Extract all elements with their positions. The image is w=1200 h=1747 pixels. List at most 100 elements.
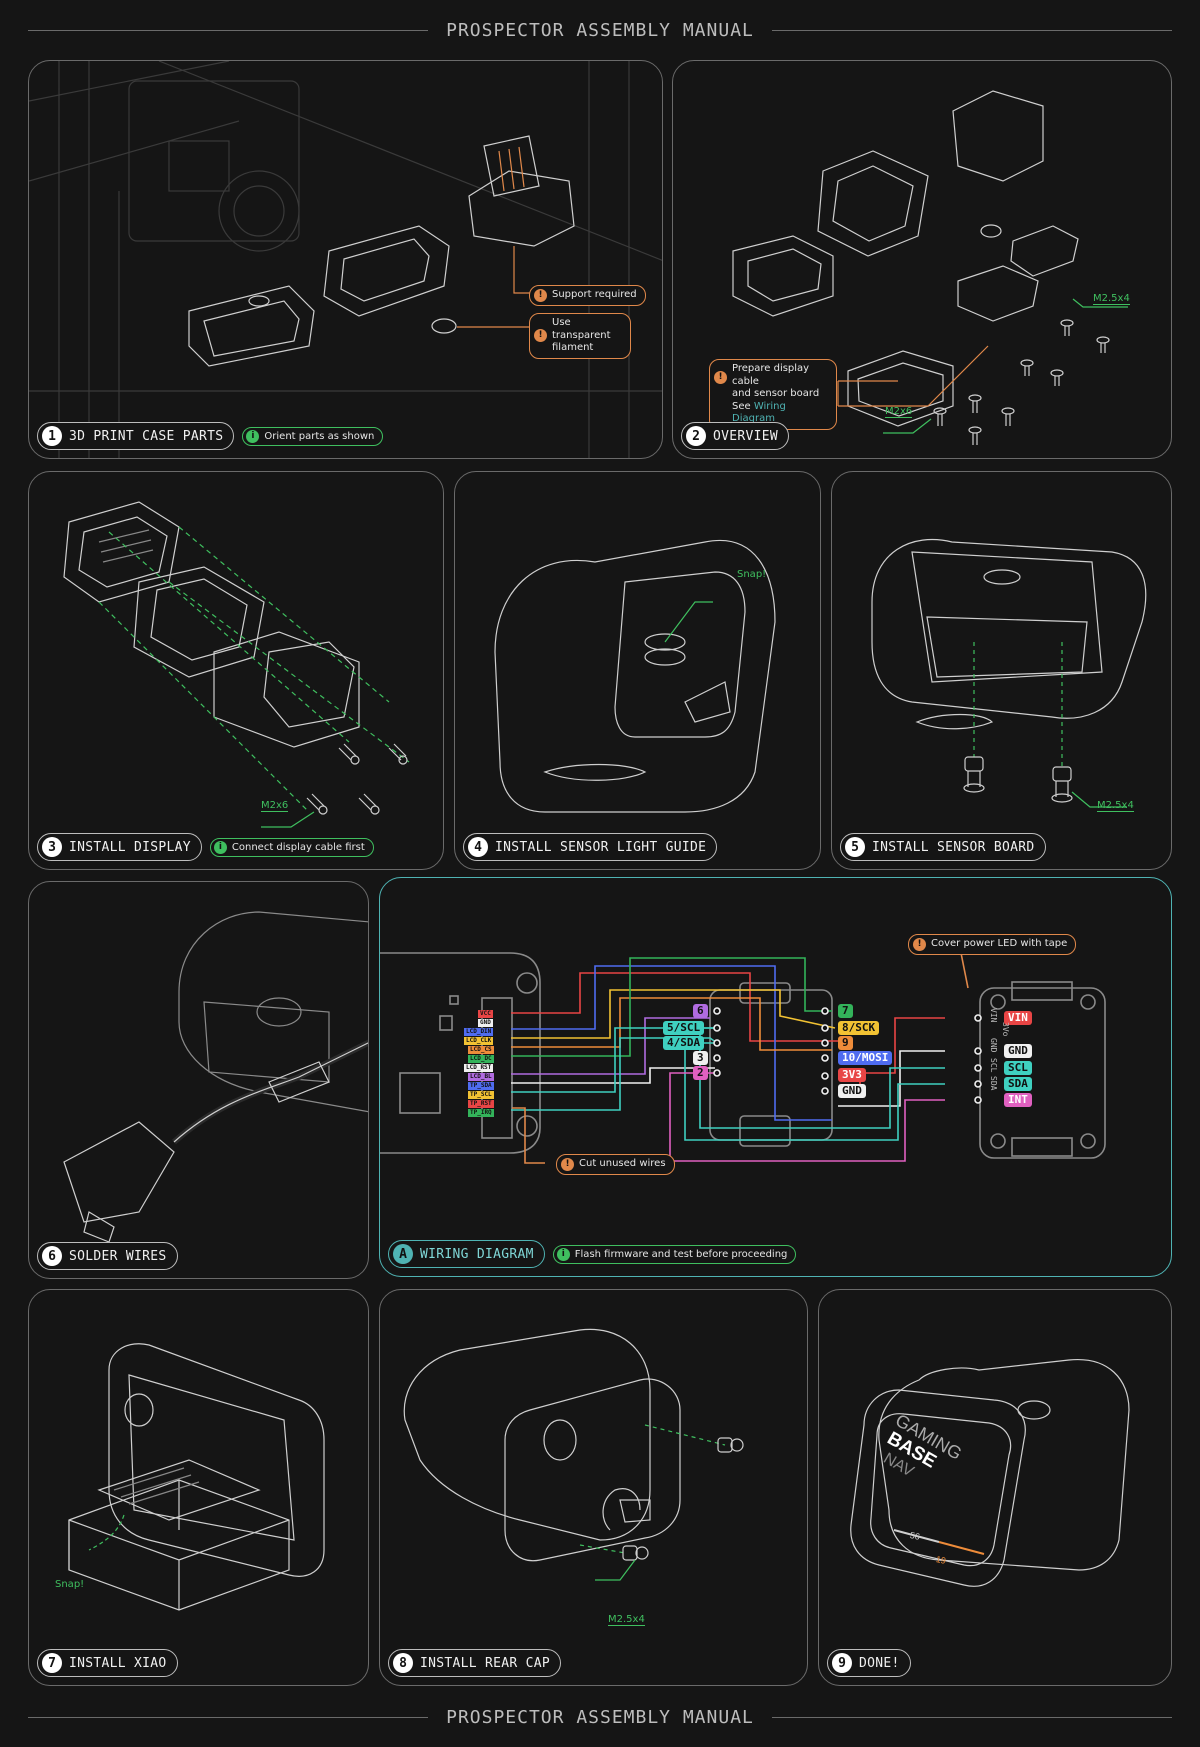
step-4-pill: 4 INSTALL SENSOR LIGHT GUIDE (463, 833, 718, 861)
sensor-pin-sda: SDA (1004, 1077, 1032, 1091)
step-title: INSTALL SENSOR BOARD (872, 839, 1035, 855)
xiao-pin-3: 3 (693, 1051, 708, 1065)
lcd-pin-vcc: VCC (478, 1010, 493, 1018)
step-4-label-group: 4 INSTALL SENSOR LIGHT GUIDE (463, 833, 718, 861)
step-6-pill: 6 SOLDER WIRES (37, 1242, 178, 1270)
lcd-pin-bl: LCD_BL (468, 1073, 494, 1081)
lcd-pin-rst: LCD_RST (464, 1064, 494, 1072)
panel-step-1: !Support required !Use transparent filam… (28, 60, 663, 459)
step-5-pill: 5 INSTALL SENSOR BOARD (840, 833, 1046, 861)
silk-vin: VIN (989, 1008, 998, 1023)
lcd-pin-tp-rst: TP_RST (468, 1100, 494, 1108)
step-3-pill: 3 INSTALL DISPLAY (37, 833, 202, 861)
step-7-pill: 7 INSTALL XIAO (37, 1649, 178, 1677)
step-title: INSTALL DISPLAY (69, 839, 191, 855)
sensor-pin-vin: VIN (1004, 1011, 1032, 1025)
sensor-pin-int: INT (1004, 1093, 1032, 1107)
install-xiao-illustration (68, 1343, 325, 1611)
panel-step-5: M2.5x4 5 INSTALL SENSOR BOARD (831, 471, 1172, 870)
cover-led-callout: !Cover power LED with tape (908, 934, 1077, 955)
silk-gnd: GND (989, 1038, 998, 1053)
step-5-label-group: 5 INSTALL SENSOR BOARD (840, 833, 1046, 861)
xiao-pin-4-sda: 4/SDA (663, 1036, 705, 1050)
step-title: INSTALL REAR CAP (420, 1655, 551, 1671)
step-6-label-group: 6 SOLDER WIRES (37, 1242, 178, 1270)
lcd-pin-clk: LCD_CLK (464, 1037, 494, 1045)
manual-footer: PROSPECTOR ASSEMBLY MANUAL (0, 1702, 1200, 1732)
sensor-board-illustration (871, 538, 1147, 808)
step-title: WIRING DIAGRAM (420, 1246, 534, 1262)
xiao-pin-7: 7 (838, 1004, 853, 1018)
xiao-pin-gnd: GND (838, 1084, 866, 1098)
sensor-pin-gnd: GND (1004, 1044, 1032, 1058)
xiao-pin-10-mosi: 10/MOSI (838, 1051, 893, 1065)
step-number: 8 (393, 1653, 413, 1673)
transparent-filament-callout: !Use transparent filament (529, 313, 631, 359)
step-8-label-group: 8 INSTALL REAR CAP (388, 1649, 562, 1677)
panel-step-9: GAMING BASE NAV 56 19 9 DONE! (818, 1289, 1172, 1686)
cut-wires-callout: !Cut unused wires (556, 1154, 675, 1175)
step-number: 1 (42, 426, 62, 446)
screw-label-m25x4: M2.5x4 (608, 1614, 645, 1626)
warning-icon: ! (561, 1158, 574, 1171)
xiao-pin-8-sck: 8/SCK (838, 1021, 880, 1035)
warning-icon: ! (534, 289, 547, 302)
install-display-illustration (63, 501, 410, 828)
xiao-pin-3v3: 3V3 (838, 1068, 866, 1082)
screen-left-value: 56 (908, 1530, 921, 1542)
screen-right-value: 19 (934, 1554, 947, 1566)
wiring-pill: A WIRING DIAGRAM (388, 1240, 545, 1268)
silk-3vo: 3Vo (1001, 1022, 1010, 1037)
step-number: 2 (686, 426, 706, 446)
lcd-pin-din: LCD_DIN (464, 1028, 494, 1036)
lcd-pin-gnd: GND (478, 1019, 493, 1027)
xiao-pin-9: 9 (838, 1036, 853, 1050)
screw-label-m25x4: M2.5x4 (1097, 800, 1134, 812)
screw-label-m2x6: M2x6 (885, 406, 913, 418)
xiao-pin-6: 6 (693, 1004, 708, 1018)
print-bed-illustration (29, 61, 662, 458)
screw-label-m2x6: M2x6 (261, 800, 289, 812)
finished-device-illustration (850, 1358, 1130, 1587)
step-number: 7 (42, 1653, 62, 1673)
xiao-pin-2: 2 (693, 1066, 708, 1080)
step-9-label-group: 9 DONE! (827, 1649, 911, 1677)
info-icon: i (246, 429, 260, 443)
manual-title: PROSPECTOR ASSEMBLY MANUAL (428, 19, 772, 41)
info-icon: i (213, 840, 227, 854)
step-number: 5 (845, 837, 865, 857)
panel-step-6: 6 SOLDER WIRES (28, 881, 369, 1279)
step-title: OVERVIEW (713, 428, 779, 444)
step-title: DONE! (859, 1655, 900, 1671)
screw-label-m25x4: M2.5x4 (1093, 293, 1130, 305)
step-title: INSTALL SENSOR LIGHT GUIDE (495, 839, 707, 855)
info-icon: i (556, 1247, 570, 1261)
step-title: 3D PRINT CASE PARTS (69, 428, 224, 444)
manual-header: PROSPECTOR ASSEMBLY MANUAL (0, 15, 1200, 45)
lcd-pin-tp-irq: TP_IRQ (468, 1109, 494, 1117)
overview-illustration (732, 90, 1128, 445)
step-2-pill: 2 OVERVIEW (681, 422, 790, 450)
step-number: 6 (42, 1246, 62, 1266)
panel-step-8: M2.5x4 8 INSTALL REAR CAP (379, 1289, 808, 1686)
step-letter: A (393, 1244, 413, 1264)
install-rear-cap-illustration (403, 1328, 744, 1581)
step-2-label-group: 2 OVERVIEW (681, 422, 790, 450)
support-required-callout: !Support required (529, 285, 646, 306)
lcd-pin-dc: LCD_DC (468, 1055, 494, 1063)
lcd-pin-tp-scl: TP_SCL (468, 1091, 494, 1099)
step-title: INSTALL XIAO (69, 1655, 167, 1671)
step-9-pill: 9 DONE! (827, 1649, 911, 1677)
step-1-pill: 1 3D PRINT CASE PARTS (37, 422, 235, 450)
xiao-pin-5-scl: 5/SCL (663, 1021, 705, 1035)
panel-step-4: Snap! 4 INSTALL SENSOR LIGHT GUIDE (454, 471, 821, 870)
wiring-diagram-link[interactable]: Wiring Diagram (732, 400, 786, 425)
panel-wiring-diagram: VCC GND LCD_DIN LCD_CLK LCD_CS LCD_DC LC… (379, 877, 1172, 1277)
